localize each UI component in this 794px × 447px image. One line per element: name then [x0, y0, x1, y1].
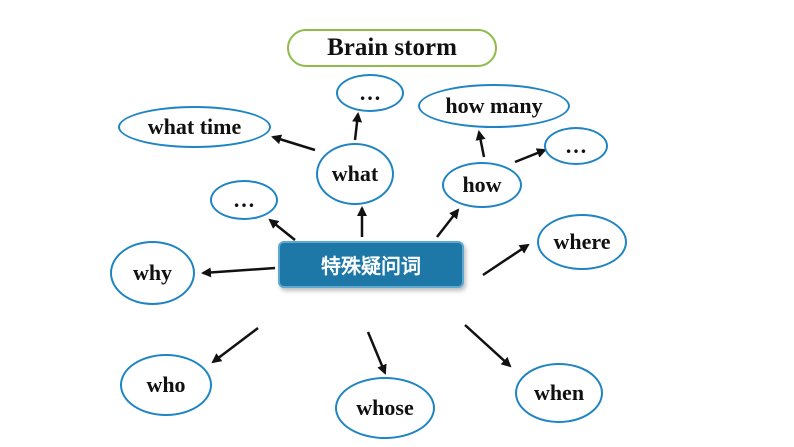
arrow-to-where: [482, 243, 530, 277]
node-left-more: …: [210, 180, 278, 220]
arrow-to-why: [201, 266, 276, 278]
arrow-to-how-more: [514, 148, 547, 164]
node-how-more: …: [544, 127, 608, 165]
arrow-to-whose: [366, 331, 387, 375]
node-whose: whose: [335, 377, 435, 439]
arrow-to-what-more: [352, 112, 363, 141]
node-what: what: [316, 143, 394, 205]
node-what-time: what time: [118, 106, 271, 148]
node-how-many: how many: [418, 84, 570, 128]
brain-storm-title: Brain storm: [287, 29, 497, 67]
arrow-to-what-time: [271, 134, 316, 152]
node-who: who: [120, 354, 212, 416]
arrow-to-who: [211, 327, 259, 364]
node-why: why: [110, 241, 195, 305]
node-when: when: [515, 363, 603, 423]
arrow-to-when: [464, 324, 512, 368]
arrow-to-left-more: [268, 218, 296, 241]
arrow-to-how: [436, 208, 460, 238]
node-how: how: [442, 162, 522, 208]
center-topic: 特殊疑问词: [278, 241, 464, 288]
arrow-to-how-many: [475, 130, 486, 158]
node-what-more: …: [336, 74, 404, 112]
node-where: where: [537, 214, 627, 270]
